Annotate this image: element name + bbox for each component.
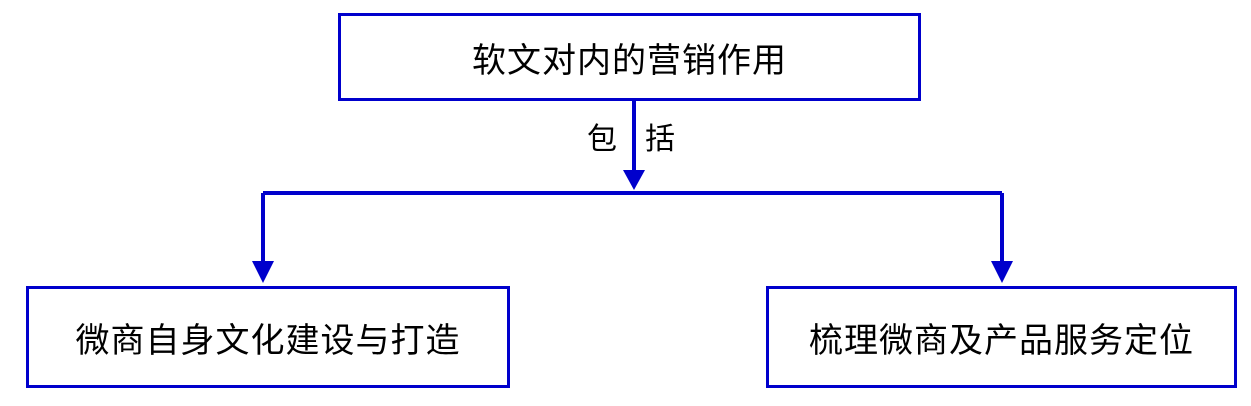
root-node: 软文对内的营销作用 [338,13,921,101]
edge-label: 包括 [587,122,703,157]
child-node-left-label: 微商自身文化建设与打造 [75,320,461,361]
right-branch-arrowhead [991,261,1013,283]
root-node-label: 软文对内的营销作用 [472,40,787,81]
trunk-arrowhead [623,170,645,190]
child-node-right-label: 梳理微商及产品服务定位 [809,320,1194,361]
child-node-left: 微商自身文化建设与打造 [26,286,510,388]
left-branch-arrowhead [252,261,274,283]
child-node-right: 梳理微商及产品服务定位 [766,286,1237,388]
